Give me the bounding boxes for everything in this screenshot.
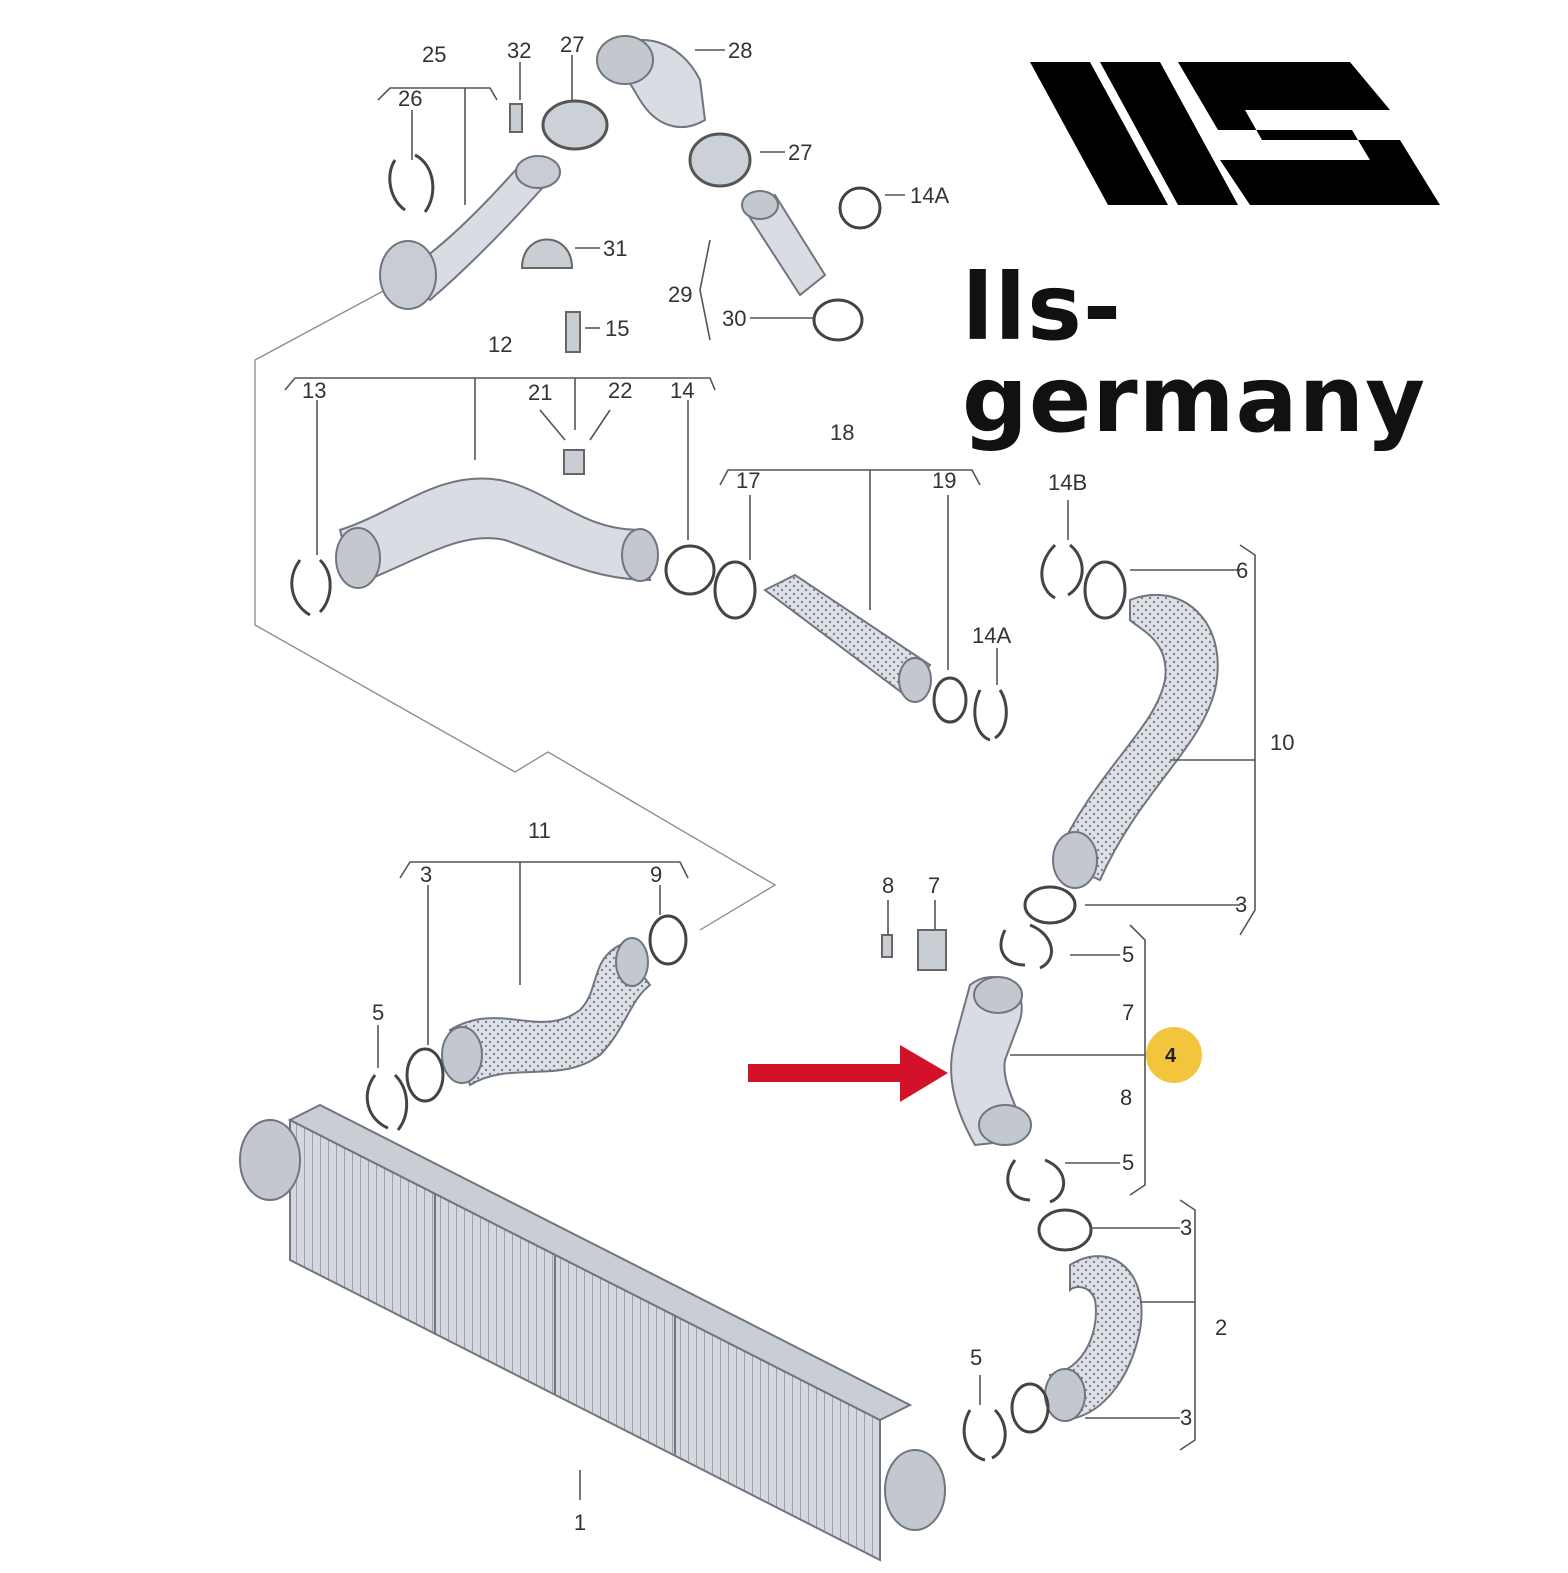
bolt-8 [881, 934, 893, 958]
hose-11 [441, 937, 652, 1087]
clamp-14 [664, 544, 716, 596]
label-25: 25 [422, 42, 446, 67]
label-21: 21 [528, 380, 552, 405]
ring-3-left [405, 1047, 445, 1103]
cap-31 [520, 238, 574, 269]
bolt-15 [565, 311, 581, 353]
label-6: 6 [1236, 558, 1248, 583]
clamp-5-lower [1006, 1158, 1066, 1204]
label-10: 10 [1270, 730, 1294, 755]
label-5-d: 5 [970, 1345, 982, 1370]
clamp-5-upper [999, 923, 1053, 970]
label-11: 11 [528, 818, 551, 843]
label-7-b: 7 [1122, 1000, 1134, 1025]
highlight-arrow [748, 1045, 948, 1102]
nut-21 [563, 449, 585, 475]
part-labels: 1 2 3 3 3 3 8 4 5 5 5 5 6 7 7 8 9 10 11 … [302, 32, 1294, 1535]
label-26: 26 [398, 86, 422, 111]
label-12: 12 [488, 332, 512, 357]
label-17: 17 [736, 468, 760, 493]
ring-3-lower [1037, 1208, 1093, 1252]
hose-18 [763, 573, 932, 703]
hose-12 [335, 477, 659, 589]
label-9: 9 [650, 862, 662, 887]
label-2: 2 [1215, 1315, 1227, 1340]
label-32: 32 [507, 38, 531, 63]
label-3-b: 3 [1180, 1215, 1192, 1240]
label-14: 14 [670, 378, 694, 403]
ring-3-upper [1023, 885, 1077, 925]
ring-6 [1083, 560, 1127, 620]
leader-lines [284, 49, 1256, 1500]
ring-14a-top [838, 186, 882, 230]
label-13: 13 [302, 378, 326, 403]
assembly-outline [254, 289, 777, 931]
pipe-4-highlighted [950, 976, 1032, 1147]
label-3-a: 3 [1235, 892, 1247, 917]
label-3-c: 3 [1180, 1405, 1192, 1430]
label-1: 1 [574, 1510, 586, 1535]
label-29: 29 [668, 282, 692, 307]
brand-name: lls-germany [962, 254, 1427, 453]
hose-29 [741, 190, 827, 297]
label-5-b: 5 [1122, 1150, 1134, 1175]
label-3-d: 3 [420, 862, 432, 887]
ring-30 [812, 298, 864, 342]
ring-17 [713, 560, 757, 620]
label-22: 22 [608, 378, 632, 403]
callout-highlight [1146, 1027, 1202, 1083]
clamp-14a-mid [973, 689, 1008, 742]
label-14a-mid: 14A [972, 623, 1011, 648]
label-28: 28 [728, 38, 752, 63]
ring-19 [932, 676, 968, 724]
hose-10 [1052, 594, 1219, 889]
clamp-27-top [541, 99, 609, 151]
elbow-28 [596, 35, 707, 129]
hose-2 [1044, 1255, 1143, 1422]
lls-logo [1030, 62, 1440, 205]
label-18: 18 [830, 420, 854, 445]
label-27-top: 27 [560, 32, 584, 57]
label-14b: 14B [1048, 470, 1087, 495]
label-8-a: 8 [882, 873, 894, 898]
label-27-right: 27 [788, 140, 812, 165]
ring-9 [648, 914, 688, 966]
clamp-5-left [365, 1073, 409, 1131]
clamp-14b [1040, 543, 1084, 600]
label-19: 19 [932, 468, 956, 493]
ring-3-bottom [1010, 1382, 1050, 1434]
label-31: 31 [603, 236, 627, 261]
label-5-c: 5 [372, 1000, 384, 1025]
label-8-b: 8 [1120, 1085, 1132, 1110]
label-5-a: 5 [1122, 942, 1134, 967]
clamp-13 [290, 558, 332, 617]
label-15: 15 [605, 316, 629, 341]
label-7-a: 7 [928, 873, 940, 898]
clamp-26 [388, 153, 435, 213]
clamp-27-right [688, 132, 752, 188]
bolt-32 [509, 103, 523, 133]
label-30: 30 [722, 306, 746, 331]
label-14a-top: 14A [910, 183, 949, 208]
label-4: 4 [1165, 1045, 1177, 1067]
clamp-5-bottom [962, 1408, 1007, 1462]
intercooler-1 [239, 1103, 946, 1562]
sensor-7 [917, 929, 947, 971]
hose-upper-left [379, 155, 561, 310]
